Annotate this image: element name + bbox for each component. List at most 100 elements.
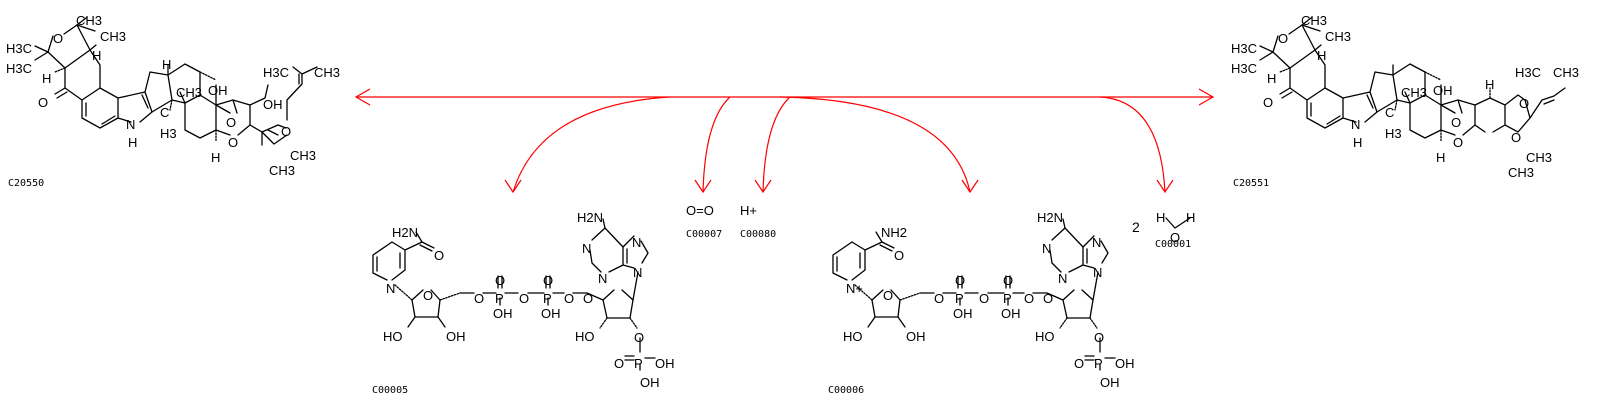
atom-label-c00006: OH [953,306,973,321]
atom-label-c20550: O [226,115,236,130]
atom-label-c20551: H [1353,135,1362,150]
atom-label-c00006: H2N [1037,210,1063,225]
compound-id-c00001[interactable]: C00001 [1155,239,1191,250]
atom-label-c20551: H [1485,77,1494,92]
compound-id-c00007[interactable]: C00007 [686,229,722,240]
atom-label-c20551: O [1263,95,1273,110]
atom-label-c20551: C [1385,105,1394,120]
structure-c00005[interactable] [372,218,656,371]
arrow-to-water [1099,96,1166,193]
atom-label-c20550: CH3 [100,29,126,44]
atom-label-c00006: HO [843,329,863,344]
atom-label-c00005: OH [493,306,513,321]
atom-label-c20551: H [1436,150,1445,165]
atom-label-c00005: O [434,248,444,263]
atom-label-c00005: P [634,356,643,371]
atom-label-c20550: OH [263,97,283,112]
atom-label-c00005: N [582,241,591,256]
atom-label-c00006: O [1003,273,1013,288]
arrowhead [1156,179,1174,194]
atom-label-c20551: O [1519,96,1529,111]
formula-o2: O=O [686,203,714,218]
atom-label-c00005: N [386,281,395,296]
atom-label-c00006: N+ [846,281,863,296]
arrow-to-c00006 [779,96,971,193]
atom-label-c00005: OH [640,375,660,390]
atom-label-c20550: O [38,95,48,110]
atom-label-c00006: OH [1001,306,1021,321]
atom-label-c00006: O [1094,330,1104,345]
water-coefficient: 2 [1132,219,1140,235]
atom-label-c00001: O [1170,230,1180,245]
arrowhead-left [354,88,371,106]
atom-label-c00005: O [519,291,529,306]
compound-id-c00005[interactable]: C00005 [372,385,408,396]
atom-label-c00005: O [634,330,644,345]
atom-label-c00005: OH [541,306,561,321]
atom-label-c00005: O [583,291,593,306]
atom-label-c00006: O [1024,291,1034,306]
atom-label-c20550: H [128,135,137,150]
atom-label-c20550: H [42,71,51,86]
atom-label-c00006: O [1074,356,1084,371]
atom-label-c00006: N [1093,265,1102,280]
atom-label-c20551: H [1317,48,1326,63]
atom-label-c00006: O [883,288,893,303]
atom-label-c20550: O [53,31,63,46]
atom-label-c00005: HO [575,329,595,344]
atom-label-c20551: CH3 [1301,13,1327,28]
atom-label-c20550: H [162,57,171,72]
compound-id-c20551[interactable]: C20551 [1233,178,1269,189]
atom-label-c00005: N [633,265,642,280]
atom-label-c20550: CH3 [314,65,340,80]
atom-label-c20551: H3C [1231,61,1257,76]
atom-label-c00005: O [543,273,553,288]
atom-label-c00005: O [564,291,574,306]
compound-id-c20550[interactable]: C20550 [8,178,44,189]
arrow-o2 [702,96,731,193]
atom-label-c20551: O [1453,135,1463,150]
atom-label-c00006: O [955,273,965,288]
atom-label-c20550: C [160,105,169,120]
arrowhead [694,179,712,194]
compound-id-c00080[interactable]: C00080 [740,229,776,240]
atom-label-c00001: H [1186,210,1195,225]
atom-label-c20551: N [1351,117,1360,132]
atom-label-c00006: P [955,291,964,306]
compound-id-c00006[interactable]: C00006 [828,385,864,396]
atom-label-c20550: H [211,150,220,165]
atom-label-c00006: O [979,291,989,306]
atom-label-c00006: OH [1100,375,1120,390]
atom-label-c20550: H3 [160,126,177,141]
arrow-to-c00005 [512,96,671,193]
atom-label-c00006: HO [1035,329,1055,344]
atom-label-c00006: N [1042,241,1051,256]
atom-label-c20550: H3C [6,61,32,76]
atom-label-c20551: CH3 [1325,29,1351,44]
atom-label-c00006: O [894,248,904,263]
atom-label-c00001: H [1156,210,1165,225]
atom-label-c20551: CH3 [1526,150,1552,165]
structure-c00001[interactable] [1165,217,1191,229]
atom-label-c00005: O [423,288,433,303]
atom-label-c20550: CH3 [269,163,295,178]
atom-label-c00005: O [474,291,484,306]
atom-label-c00005: P [495,291,504,306]
structure-c20550[interactable] [34,17,318,146]
atom-label-c00005: O [495,273,505,288]
atom-label-c20551: O [1278,31,1288,46]
atom-label-c00005: P [543,291,552,306]
structure-c20551[interactable] [1259,17,1566,143]
arrow-h-plus [762,96,791,193]
atom-label-c20551: H3C [1515,65,1541,80]
structure-c00006[interactable] [832,218,1116,371]
atom-label-c00005: N [598,271,607,286]
reaction-arrows [354,88,1215,194]
atom-label-c20550: CH3 [176,85,202,100]
atom-label-c00005: OH [446,329,466,344]
atom-label-c00006: NH2 [881,225,907,240]
atom-label-c20550: CH3 [290,148,316,163]
atom-label-c00006: P [1094,356,1103,371]
